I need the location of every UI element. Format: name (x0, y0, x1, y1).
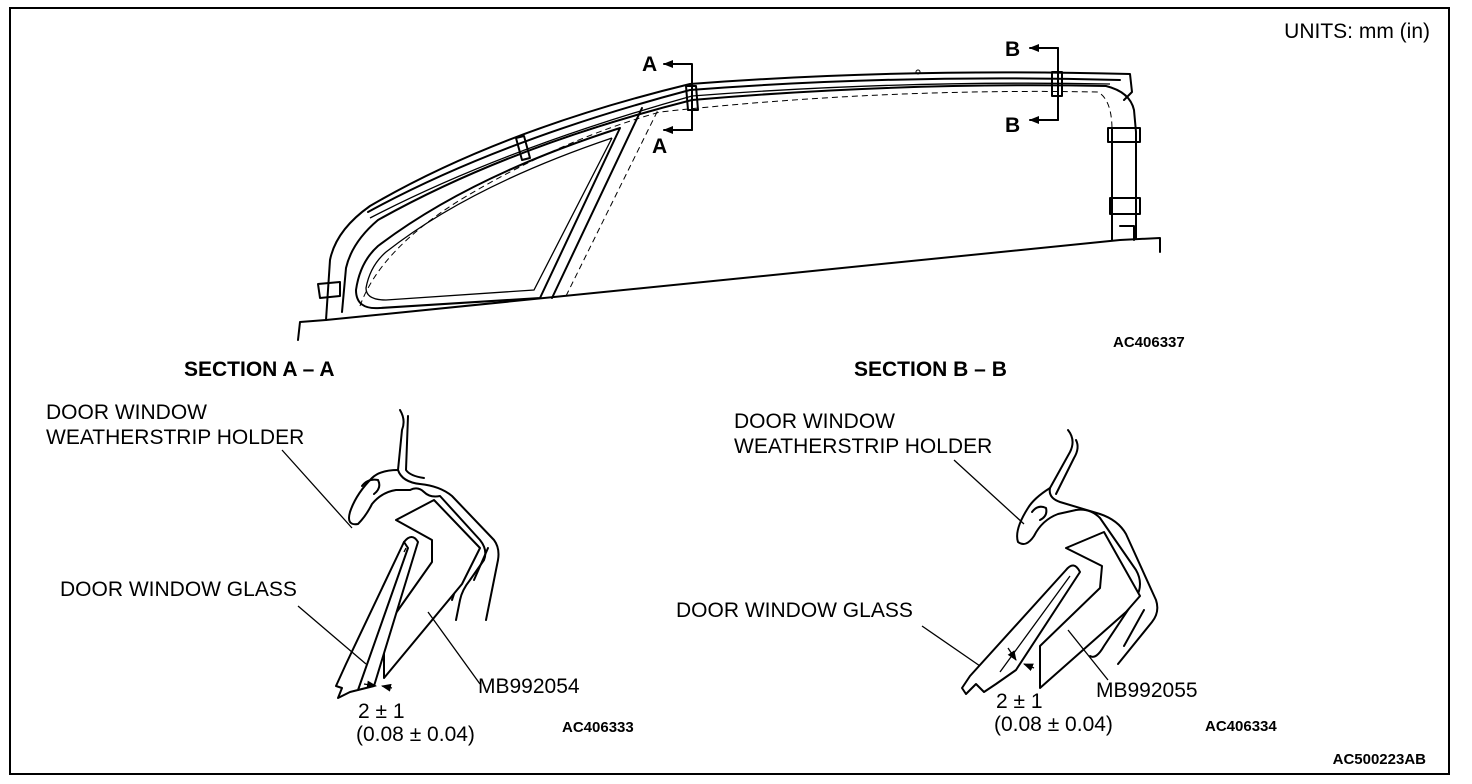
section-b-tool-label: MB992055 (1096, 679, 1198, 702)
section-b-holder-label-line1: DOOR WINDOW (734, 410, 895, 433)
section-a-dim-mm: 2 ± 1 (358, 700, 405, 723)
section-marker-a-bottom: A (652, 135, 667, 158)
section-b-glass-label: DOOR WINDOW GLASS (676, 599, 913, 622)
section-a-tool-label: MB992054 (478, 675, 580, 698)
section-a-dim-in: (0.08 ± 0.04) (356, 723, 475, 746)
figure-code: AC500223AB (1333, 751, 1427, 768)
section-a-holder-label-line2: WEATHERSTRIP HOLDER (46, 426, 304, 449)
units-label: UNITS: mm (in) (1284, 20, 1430, 43)
section-a-title: SECTION A – A (184, 358, 335, 381)
section-b-dim-mm: 2 ± 1 (996, 690, 1043, 713)
section-b-holder-label-line2: WEATHERSTRIP HOLDER (734, 435, 992, 458)
section-a-holder-label-line1: DOOR WINDOW (46, 401, 207, 424)
section-a-glass-label: DOOR WINDOW GLASS (60, 578, 297, 601)
section-marker-a-top: A (642, 53, 657, 76)
section-b-dim-in: (0.08 ± 0.04) (994, 713, 1113, 736)
section-a-detail: SECTION A – A DOOR WINDOW WEATHERSTRIP H… (46, 358, 634, 746)
section-b-figure-code: AC406334 (1205, 718, 1277, 735)
overview-figure-code: AC406337 (1113, 334, 1185, 351)
section-marker-b-bottom: B (1005, 114, 1020, 137)
section-b-title: SECTION B – B (854, 358, 1007, 381)
figure-border (9, 7, 1450, 775)
section-marker-b-top: B (1005, 38, 1020, 61)
section-a-figure-code: AC406333 (562, 719, 634, 736)
section-b-detail: SECTION B – B DOOR WINDOW WEATHERSTRIP H… (676, 358, 1277, 736)
door-frame-overview: A A B B (297, 38, 1161, 341)
